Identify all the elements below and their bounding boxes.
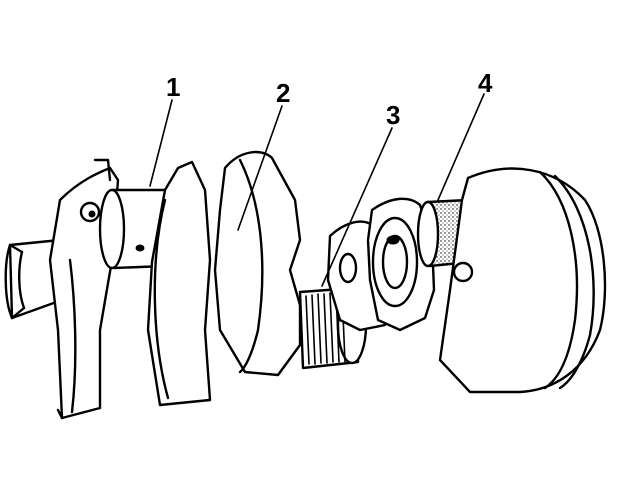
callout-label-4: 4 [478, 68, 493, 98]
leader-lines [149, 93, 485, 287]
callout-label-3: 3 [386, 100, 400, 130]
leader-line-2 [237, 105, 283, 231]
rear-flange [438, 167, 607, 394]
leader-line-3 [321, 127, 393, 287]
middle-web [213, 150, 302, 377]
leader-line-1 [149, 99, 173, 187]
leader-line-4 [437, 93, 485, 201]
callout-labels: 1 2 3 4 [166, 68, 493, 130]
callout-label-2: 2 [276, 78, 290, 108]
callout-label-1: 1 [166, 72, 180, 102]
second-counterweight [146, 160, 212, 407]
